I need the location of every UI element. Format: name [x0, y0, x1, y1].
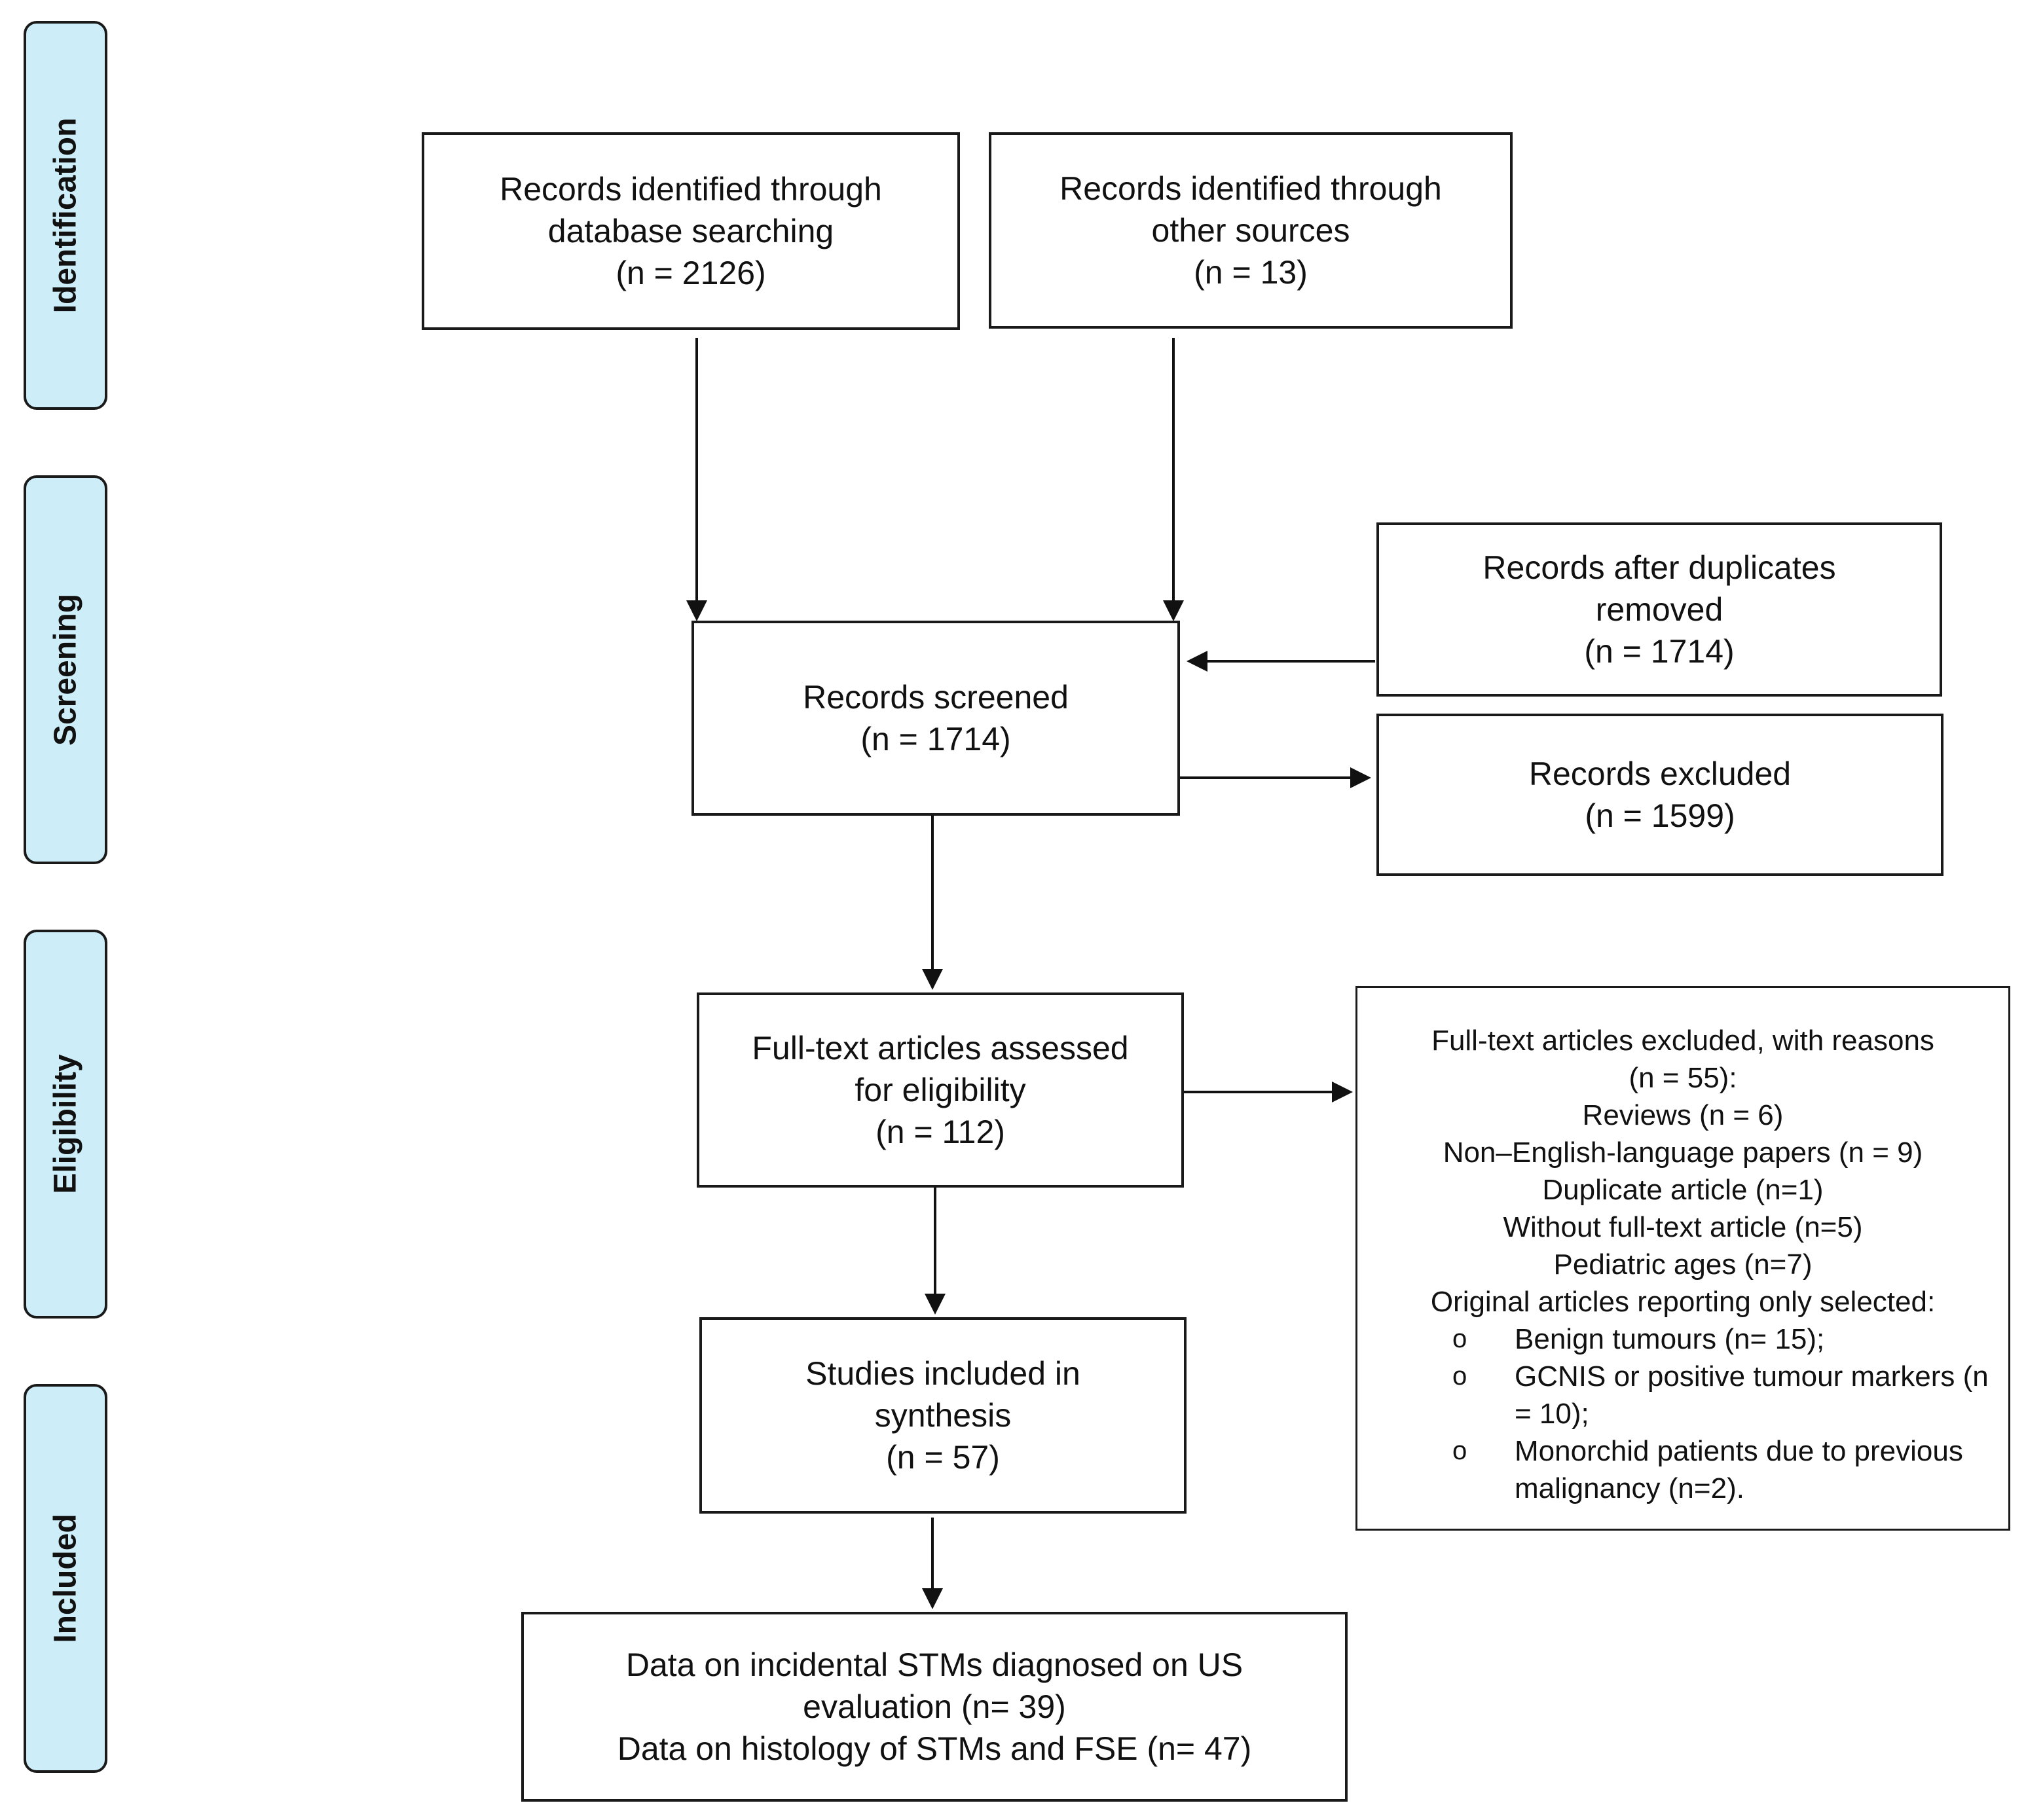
stage-eligibility: Eligibility — [24, 930, 107, 1319]
stage-screening: Screening — [24, 475, 107, 864]
exclusion-reason-pediatric: Pediatric ages (n=7) — [1553, 1248, 1813, 1281]
stage-included: Included — [24, 1384, 107, 1773]
fulltext-assessed-box: Full-text articles assessed for eligibil… — [697, 992, 1184, 1188]
other-sources-box: Records identified through other sources… — [989, 132, 1513, 329]
stage-identification: Identification — [24, 21, 107, 410]
database-search-line-2: database searching — [547, 213, 834, 249]
data-final-line-3: Data on histology of STMs and FSE (n= 47… — [617, 1730, 1252, 1767]
database-search-box: Records identified through database sear… — [422, 132, 960, 330]
exclusion-subitem-list: o Benign tumours (n= 15); o GCNIS or pos… — [1357, 1320, 2008, 1507]
exclusion-subitem-gcnis: GCNIS or positive tumour markers (n = 10… — [1515, 1360, 1989, 1430]
studies-included-line-2: synthesis — [874, 1397, 1012, 1434]
duplicates-removed-count: (n = 1714) — [1584, 633, 1735, 670]
fulltext-assessed-count: (n = 112) — [875, 1114, 1005, 1150]
exclusion-subitem: o GCNIS or positive tumour markers (n = … — [1357, 1358, 2008, 1432]
records-excluded-label: Records excluded — [1528, 755, 1792, 792]
duplicates-removed-line-2: removed — [1595, 591, 1723, 628]
stage-included-label: Included — [48, 1514, 83, 1643]
records-screened-box: Records screened (n = 1714) — [691, 621, 1180, 816]
data-final-line-1: Data on incidental STMs diagnosed on US — [625, 1647, 1243, 1683]
studies-included-count: (n = 57) — [886, 1439, 1000, 1476]
other-sources-line-1: Records identified through — [1059, 170, 1442, 207]
data-final-line-2: evaluation (n= 39) — [803, 1688, 1066, 1725]
fulltext-assessed-line-2: for eligibility — [855, 1072, 1026, 1108]
bullet-icon: o — [1452, 1362, 1467, 1391]
other-sources-count: (n = 13) — [1194, 254, 1308, 291]
exclusion-reason-no-fulltext: Without full-text article (n=5) — [1503, 1211, 1863, 1243]
exclusion-subitem: o Monorchid patients due to previous mal… — [1357, 1432, 2008, 1507]
exclusion-reason-non-english: Non–English-language papers (n = 9) — [1443, 1137, 1923, 1169]
bullet-icon: o — [1452, 1436, 1467, 1465]
fulltext-excluded-count: (n = 55): — [1629, 1062, 1737, 1094]
records-screened-label: Records screened — [803, 679, 1069, 716]
duplicates-removed-line-1: Records after duplicates — [1483, 549, 1836, 586]
exclusion-subitem-benign: Benign tumours (n= 15); — [1515, 1323, 1825, 1355]
records-excluded-count: (n = 1599) — [1585, 797, 1735, 834]
studies-included-line-1: Studies included in — [805, 1355, 1080, 1392]
duplicates-removed-box: Records after duplicates removed (n = 17… — [1376, 522, 1942, 697]
exclusion-reason-duplicate: Duplicate article (n=1) — [1542, 1174, 1824, 1206]
records-excluded-box: Records excluded (n = 1599) — [1376, 714, 1943, 876]
stage-eligibility-label: Eligibility — [48, 1054, 83, 1194]
fulltext-excluded-heading: Full-text articles excluded, with reason… — [1431, 1025, 1934, 1057]
studies-included-box: Studies included in synthesis (n = 57) — [699, 1317, 1187, 1514]
fulltext-assessed-line-1: Full-text articles assessed — [752, 1030, 1129, 1066]
exclusion-reason-reviews: Reviews (n = 6) — [1582, 1099, 1784, 1131]
stage-screening-label: Screening — [48, 593, 83, 746]
exclusion-subitem: o Benign tumours (n= 15); — [1357, 1320, 2008, 1358]
exclusion-subitem-monorchid: Monorchid patients due to previous malig… — [1515, 1435, 1963, 1504]
other-sources-line-2: other sources — [1151, 212, 1350, 249]
exclusion-reason-selected: Original articles reporting only selecte… — [1430, 1286, 1936, 1318]
data-final-box: Data on incidental STMs diagnosed on US … — [521, 1612, 1348, 1802]
fulltext-excluded-box: Full-text articles excluded, with reason… — [1355, 986, 2010, 1531]
records-screened-count: (n = 1714) — [860, 721, 1011, 757]
bullet-icon: o — [1452, 1324, 1467, 1353]
database-search-count: (n = 2126) — [616, 255, 766, 291]
database-search-line-1: Records identified through — [500, 171, 882, 208]
stage-identification-label: Identification — [48, 117, 83, 314]
